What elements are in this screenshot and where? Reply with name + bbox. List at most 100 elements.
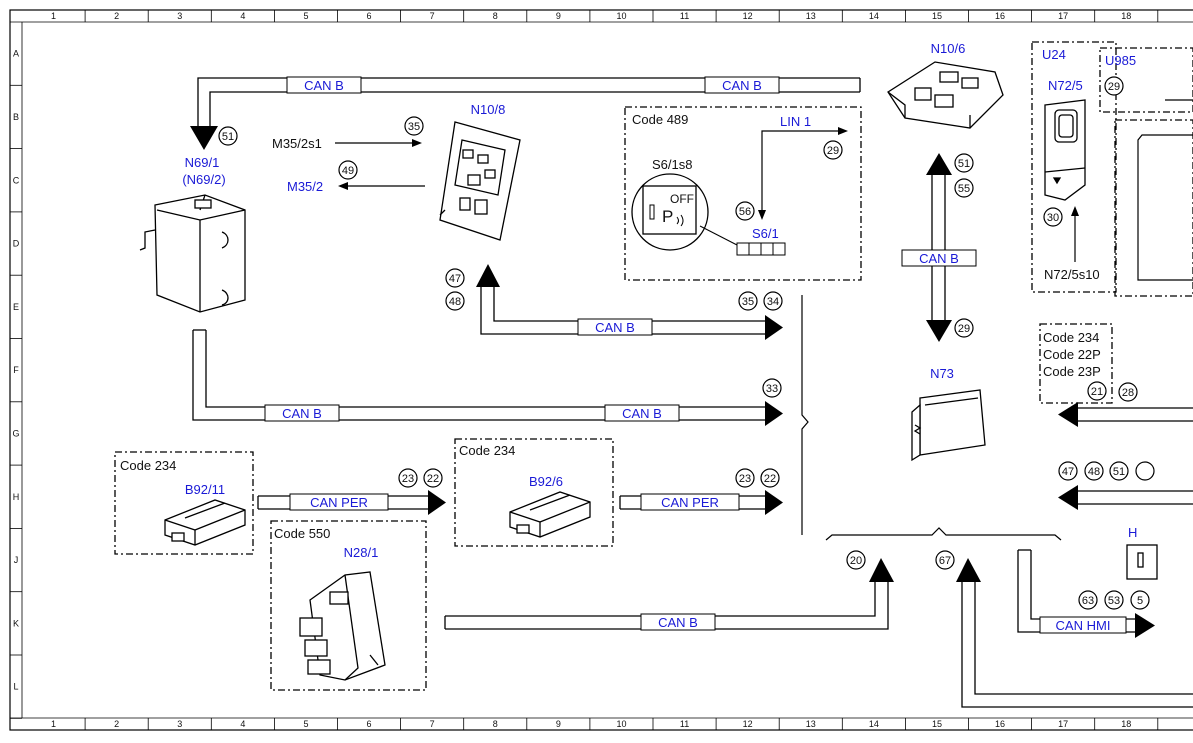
arrow-right-icon [765,490,783,515]
b92-11-sensor [164,499,246,546]
can-hmi-label: CAN HMI [1056,618,1111,633]
arrow-right-icon [1135,613,1155,638]
diagram-frame [9,9,1193,731]
label-n69-1: N69/1 [185,155,220,170]
grid-column-label: 12 [743,11,753,21]
grid-column-label: 15 [932,11,942,21]
arrow-heads [190,126,1155,638]
label-code-22p: Code 22P [1043,347,1101,362]
label-code-234: Code 234 [459,443,515,458]
label-lin1: LIN 1 [780,114,811,129]
grid-column-label: 2 [114,719,119,729]
grid-column-label: 6 [367,719,372,729]
can-b-label: CAN B [658,615,698,630]
grid-row-label: H [13,492,20,502]
grid-column-label: 11 [680,11,689,21]
label-code-489: Code 489 [632,112,688,127]
svg-text:35: 35 [742,296,754,308]
svg-text:20: 20 [850,555,862,567]
label-code-234: Code 234 [1043,330,1099,345]
grid-column-label: 12 [743,719,753,729]
h-component [1126,544,1158,580]
grid-column-label: 8 [493,11,498,21]
svg-text:63: 63 [1082,595,1094,607]
code-boxes [114,41,1193,691]
grid-column-label: 10 [616,11,626,21]
label-n10-6: N10/6 [931,41,966,56]
grid-column-label: 4 [240,11,245,21]
label-n72-5s10: N72/5s10 [1044,267,1100,282]
can-b-label: CAN B [722,78,762,93]
n10-6-module [887,61,1004,129]
label-u985: U985 [1105,53,1136,68]
grid-column-label: 15 [932,719,942,729]
grid-column-label: 16 [995,11,1005,21]
can-b-label: CAN B [304,78,344,93]
svg-text:48: 48 [449,296,461,308]
svg-text:49: 49 [342,165,354,177]
grid-row-label: D [13,239,20,249]
svg-text:53: 53 [1108,595,1120,607]
can-b-label: CAN B [595,320,635,335]
grid-column-label: 3 [177,11,182,21]
label-s6-1: S6/1 [752,226,779,241]
label-n72-5: N72/5 [1048,78,1083,93]
arrow-down-icon [190,126,218,150]
svg-text:23: 23 [739,473,751,485]
grid-column-label: 16 [995,719,1005,729]
can-b-label: CAN B [282,406,322,421]
svg-text:29: 29 [827,145,839,157]
label-n28-1: N28/1 [344,545,379,560]
arrow-up-icon [869,558,894,582]
arrow-right-icon [428,490,446,515]
svg-text:51: 51 [958,158,970,170]
grid-column-label: 9 [556,719,561,729]
grid-row-label: E [13,302,19,312]
svg-text:47: 47 [449,273,461,285]
svg-text:23: 23 [402,473,414,485]
can-b-label: CAN B [919,251,959,266]
svg-text:55: 55 [958,183,970,195]
label-n10-8: N10/8 [471,102,506,117]
label-b92-6: B92/6 [529,474,563,489]
grid-column-label: 17 [1058,11,1068,21]
grid-column-label: 13 [806,719,816,729]
grid-column-label: 1 [51,11,56,21]
grid-row-label: G [12,428,19,438]
svg-text:67: 67 [939,555,951,567]
arrow-up-icon [926,153,952,175]
grid-column-label: 7 [430,719,435,729]
svg-text:28: 28 [1122,387,1134,399]
n69-module [139,194,246,313]
grid-row-label: B [13,112,19,122]
svg-text:47: 47 [1062,466,1074,478]
label-n69-2: (N69/2) [182,172,225,187]
b92-6-sensor [509,491,591,538]
bus-labels: CAN B CAN B CAN B CAN B CAN B CAN PER CA… [264,76,1127,634]
n73-module [911,389,986,462]
label-s6-1s8: S6/1s8 [652,157,692,172]
grid-column-label: 2 [114,11,119,21]
grid-row-label: A [13,49,19,59]
grid-row-label: J [14,555,19,565]
grid-column-label: 4 [240,719,245,729]
label-m35-2: M35/2 [287,179,323,194]
can-per-label: CAN PER [310,495,368,510]
label-n73: N73 [930,366,954,381]
grid-column-label: 5 [303,11,308,21]
svg-text:48: 48 [1088,466,1100,478]
can-b-label: CAN B [622,406,662,421]
grid-column-label: 18 [1121,11,1131,21]
label-h: H [1128,525,1137,540]
grid-row-label: K [13,618,19,628]
svg-text:5: 5 [1137,595,1143,607]
partial-component [1137,134,1193,281]
grid-column-label: 11 [680,719,689,729]
svg-text:51: 51 [1113,466,1125,478]
label-u24: U24 [1042,47,1066,62]
svg-text:51: 51 [222,131,234,143]
label-m35-2s1: M35/2s1 [272,136,322,151]
svg-text:30: 30 [1047,212,1059,224]
grid-column-label: 18 [1121,719,1131,729]
